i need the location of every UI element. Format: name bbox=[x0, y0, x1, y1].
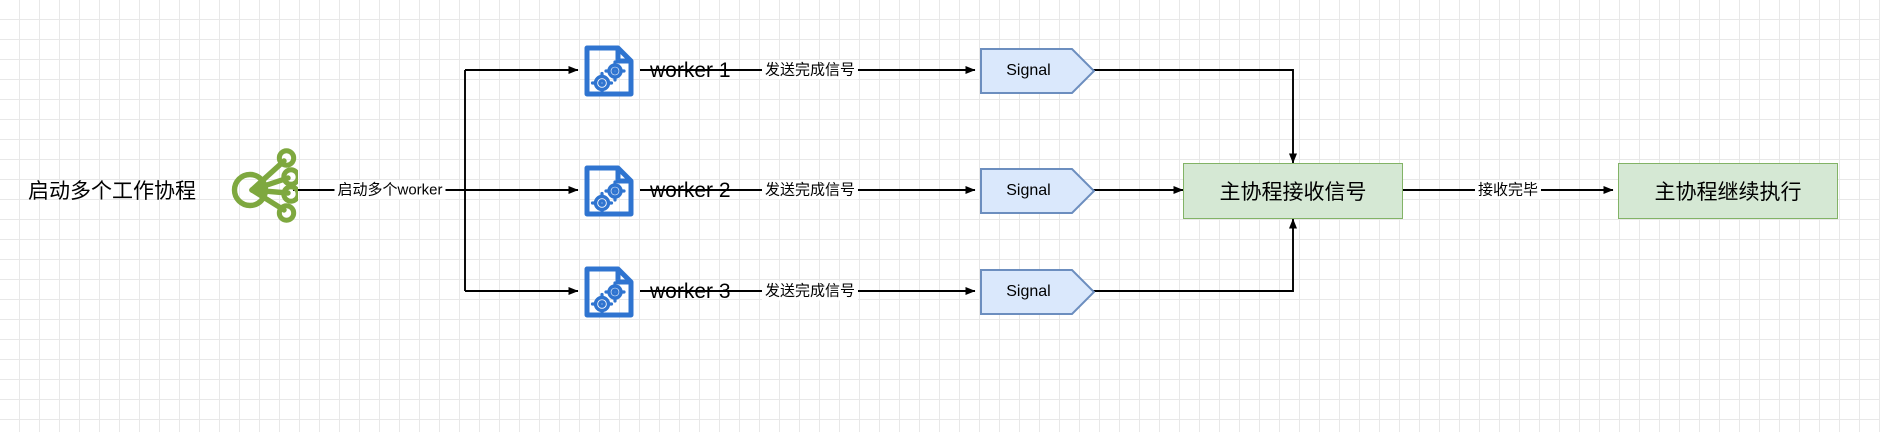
signal-tag-1[interactable]: Signal bbox=[980, 48, 1096, 94]
green-fanout-node-icon bbox=[228, 148, 301, 232]
worker-1-document-gears-icon bbox=[582, 43, 640, 99]
edge-signal3-to-main bbox=[1093, 218, 1297, 292]
edge-label-worker2-to-signal2: 发送完成信号 bbox=[761, 180, 859, 200]
signal-tag-2[interactable]: Signal bbox=[980, 168, 1096, 214]
edge-label-worker3-to-signal3: 发送完成信号 bbox=[761, 281, 859, 301]
edge-label-start-to-workers: 启动多个worker bbox=[334, 180, 446, 200]
worker-2-document-gears-icon bbox=[582, 163, 640, 219]
worker-1-label: worker 1 bbox=[650, 59, 731, 82]
edge-signal1-to-main bbox=[1093, 69, 1297, 164]
worker-3-document-gears-icon bbox=[582, 264, 640, 320]
main-receive-box[interactable]: 主协程接收信号 bbox=[1183, 163, 1403, 219]
start-label: 启动多个工作协程 bbox=[28, 180, 196, 203]
edge-label-worker1-to-signal1: 发送完成信号 bbox=[761, 60, 859, 80]
worker-2-label: worker 2 bbox=[650, 179, 731, 202]
signal-tag-3[interactable]: Signal bbox=[980, 269, 1096, 315]
worker-3-label: worker 3 bbox=[650, 280, 731, 303]
edge-label-main-to-continue: 接收完毕 bbox=[1474, 180, 1542, 200]
main-continue-box[interactable]: 主协程继续执行 bbox=[1618, 163, 1838, 219]
